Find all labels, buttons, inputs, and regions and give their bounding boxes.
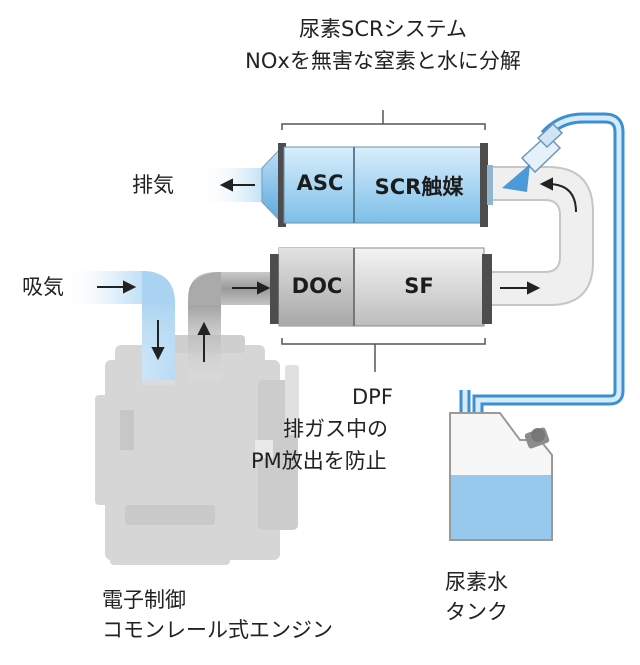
engine-exhaust-pipe [188, 272, 275, 380]
doc-label: DOC [291, 274, 343, 298]
intake-pipe [60, 271, 175, 385]
engine-up-arrow [197, 321, 211, 362]
dpf-title: DPF [352, 385, 393, 409]
urea-injector [502, 122, 564, 192]
scr-unit [261, 143, 493, 227]
return-up-arrow [539, 177, 577, 213]
doc-in-arrow [232, 281, 271, 295]
urea-tank-label-line2: タンク [445, 600, 508, 624]
dpf-unit [270, 247, 492, 327]
scr-bracket [281, 110, 486, 130]
exhaust-label: 排気 [132, 173, 174, 197]
scr-catalyst-label: SCR触媒 [374, 175, 464, 199]
scr-system-description: NOxを無害な窒素と水に分解 [245, 49, 521, 73]
asc-label: ASC [296, 171, 344, 195]
dpf-bracket [281, 338, 486, 372]
exhaust-arrow [219, 178, 255, 192]
engine-label-line2: コモンレール式エンジン [102, 618, 333, 642]
urea-tank [449, 412, 553, 541]
sf-label: SF [404, 274, 434, 298]
flow-arrows [97, 177, 577, 362]
intake-down-arrow [151, 320, 165, 361]
sf-out-arrow [500, 281, 541, 295]
intake-label: 吸気 [22, 275, 64, 299]
dpf-desc-line2: PM放出を防止 [251, 449, 387, 473]
urea-supply-line [459, 112, 625, 526]
engine-label-line1: 電子制御 [102, 588, 186, 612]
dpf-desc-line1: 排ガス中の [283, 417, 388, 441]
intake-arrow [97, 280, 137, 294]
scr-system-title: 尿素SCRシステム [299, 17, 467, 41]
return-pipe [484, 166, 594, 306]
urea-tank-label-line1: 尿素水 [445, 570, 508, 594]
